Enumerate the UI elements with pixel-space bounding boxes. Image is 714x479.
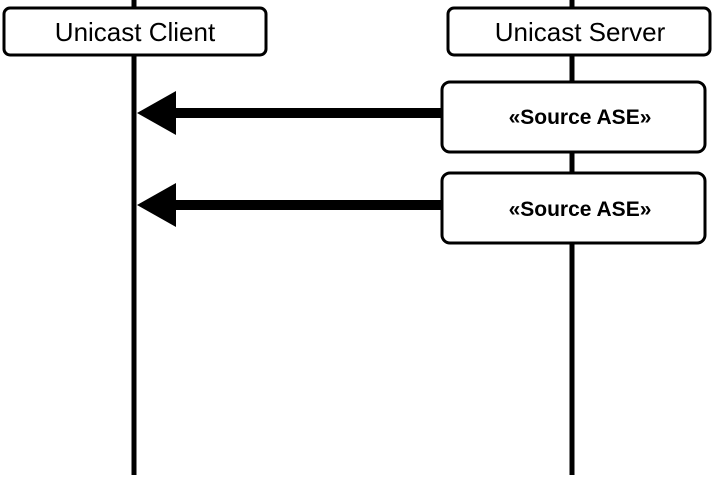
server-participant: Unicast Server <box>446 6 712 57</box>
client-participant: Unicast Client <box>2 6 268 57</box>
message-2: «Source ASE» <box>137 171 707 245</box>
message-2-ase-label: «Source ASE» <box>509 198 652 221</box>
message-1-arrow-head <box>137 91 176 135</box>
message-2-arrow-head <box>137 183 176 227</box>
client-participant-box <box>2 6 268 57</box>
message-1-ase-box <box>440 80 707 154</box>
client-participant-label: Unicast Client <box>55 17 216 47</box>
server-participant-box <box>446 6 712 57</box>
server-participant-label: Unicast Server <box>495 17 666 47</box>
message-2-ase-box <box>440 171 707 245</box>
message-1-ase-label: «Source ASE» <box>509 106 652 129</box>
message-1: «Source ASE» <box>137 80 707 154</box>
